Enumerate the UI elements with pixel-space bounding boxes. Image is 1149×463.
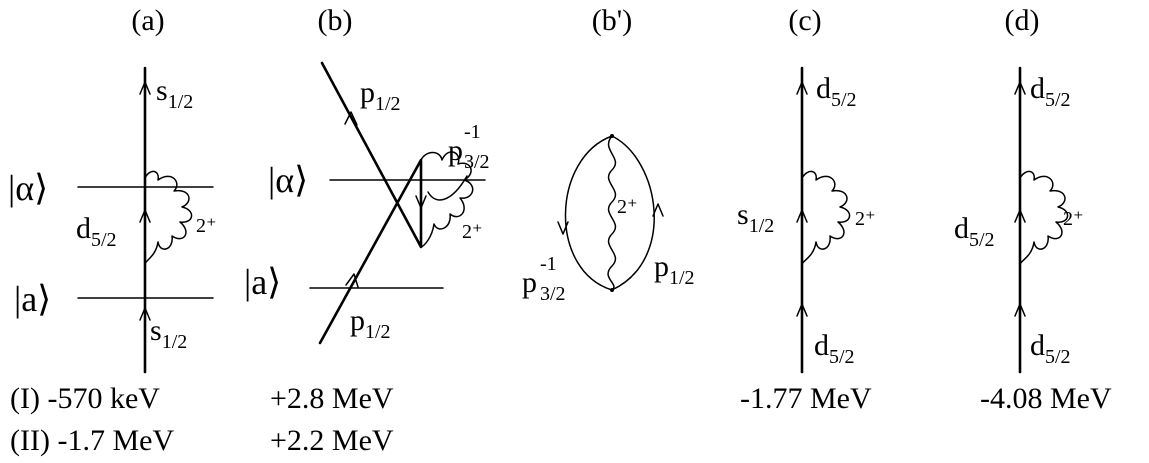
diagram-d: 2⁺ d5/2 d5/2 d5/2 -4.08 MeV bbox=[954, 66, 1112, 415]
orbital-d52-a: d5/2 bbox=[76, 212, 117, 251]
panel-label-d: (d) bbox=[1005, 4, 1040, 37]
orbital-p32-hole-sub-bprime: 3/2 bbox=[540, 283, 566, 305]
arrow-d-top bbox=[1014, 81, 1026, 95]
diagram-a: 2⁺ |α⟩ |a⟩ s1/2 d5/2 s1/2 (I) -570 keV (… bbox=[8, 66, 217, 457]
phonon-label-c: 2⁺ bbox=[855, 208, 876, 230]
phonon-wavy-d bbox=[1019, 170, 1069, 265]
arrow-bprime-left bbox=[557, 221, 569, 235]
panel-label-c: (c) bbox=[788, 4, 821, 37]
bubble-left-bprime bbox=[564, 135, 613, 291]
panel-label-bprime: (b') bbox=[592, 4, 632, 37]
arrow-c-bottom bbox=[796, 303, 808, 317]
energy-b-I: +2.8 MeV bbox=[270, 382, 394, 415]
energy-a-II: (II) -1.7 MeV bbox=[10, 424, 174, 457]
energy-a-I: (I) -570 keV bbox=[10, 382, 160, 415]
arrow-d-bottom bbox=[1014, 303, 1026, 317]
orbital-d52-top-d: d5/2 bbox=[1030, 72, 1071, 111]
phonon-label-d: 2⁺ bbox=[1063, 208, 1084, 230]
phonon-wavy-bprime bbox=[607, 135, 617, 291]
bubble-right-bprime bbox=[611, 135, 655, 291]
energy-c: -1.77 MeV bbox=[740, 382, 872, 415]
orbital-d52-mid-d: d5/2 bbox=[954, 212, 995, 251]
orbital-d52-top-c: d5/2 bbox=[816, 72, 857, 111]
fermion-line-b bbox=[318, 61, 423, 345]
state-label-a-a: |a⟩ bbox=[14, 279, 51, 319]
arrow-c-mid bbox=[796, 209, 808, 223]
orbital-p12-top-b: p1/2 bbox=[360, 76, 401, 115]
diagram-c: 2⁺ d5/2 s1/2 d5/2 -1.77 MeV bbox=[737, 66, 876, 415]
orbital-s12-c: s1/2 bbox=[737, 198, 774, 237]
phonon-wavy-c bbox=[801, 170, 851, 265]
state-label-a-b: |a⟩ bbox=[244, 262, 281, 302]
energy-d: -4.08 MeV bbox=[980, 382, 1112, 415]
phonon-label-a: 2⁺ bbox=[196, 215, 217, 237]
orbital-s12-bottom-a: s1/2 bbox=[150, 314, 187, 353]
state-label-alpha-a: |α⟩ bbox=[8, 168, 48, 208]
orbital-p12-bprime: p1/2 bbox=[654, 250, 695, 289]
orbital-s12-top-a: s1/2 bbox=[156, 74, 193, 113]
orbital-p32-hole-exp-b: -1 bbox=[464, 121, 481, 143]
arrow-d-mid bbox=[1014, 209, 1026, 223]
arrow-b-bottom bbox=[345, 273, 359, 288]
arrow-a-bottom bbox=[139, 307, 151, 321]
hole-pointer-b bbox=[427, 175, 468, 201]
panel-label-b: (b) bbox=[318, 4, 353, 37]
orbital-p32-hole-sub-b: 3/2 bbox=[464, 151, 490, 173]
arrow-a-top bbox=[139, 81, 151, 95]
orbital-p32-hole-exp-bprime: -1 bbox=[540, 253, 557, 275]
orbital-p32-hole-b: p bbox=[448, 134, 463, 167]
arrow-b-hole bbox=[415, 195, 427, 209]
orbital-p32-hole-bprime: p bbox=[522, 266, 537, 299]
diagram-bprime: 2⁺ p -1 3/2 p1/2 bbox=[522, 134, 695, 305]
arrow-bprime-right bbox=[652, 203, 664, 217]
orbital-p12-bottom-b: p1/2 bbox=[350, 304, 391, 343]
energy-b-II: +2.2 MeV bbox=[270, 424, 394, 457]
orbital-d52-bottom-d: d5/2 bbox=[1030, 329, 1071, 368]
phonon-label-b: 2⁺ bbox=[462, 221, 483, 243]
diagram-b: 2⁺ |α⟩ |a⟩ p1/2 p -1 3/2 p1/2 +2.8 MeV +… bbox=[244, 61, 490, 457]
orbital-d52-bottom-c: d5/2 bbox=[814, 329, 855, 368]
phonon-label-bprime: 2⁺ bbox=[617, 196, 638, 218]
state-label-alpha-b: |α⟩ bbox=[268, 160, 308, 200]
panel-label-a: (a) bbox=[131, 4, 164, 37]
phonon-wavy-b bbox=[420, 151, 474, 248]
arrow-b-top bbox=[344, 111, 358, 126]
phonon-wavy-a bbox=[144, 170, 193, 265]
arrow-a-mid bbox=[139, 209, 151, 223]
arrow-c-top bbox=[796, 81, 808, 95]
